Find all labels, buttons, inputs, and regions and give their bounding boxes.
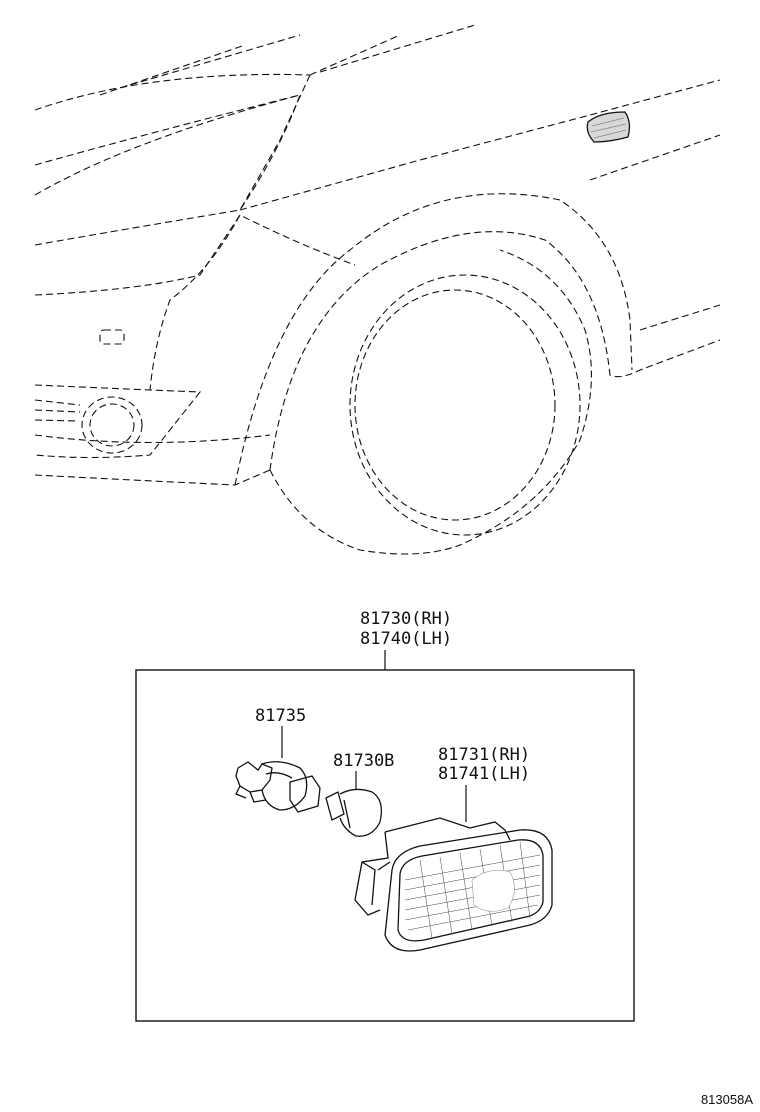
lens-drawing: [354, 817, 553, 952]
bulb-drawing: [325, 788, 383, 837]
assembly-lh-label: 81740(LH): [360, 629, 452, 649]
vehicle-outline: [34, 24, 721, 555]
lens-rh-label: 81731(RH): [438, 745, 530, 765]
socket-label: 81735: [255, 706, 306, 726]
side-marker-location: [586, 111, 631, 143]
assembly-rh-label: 81730(RH): [360, 609, 452, 629]
reference-code: 813058A: [701, 1092, 753, 1107]
parts-box: [135, 669, 635, 1022]
lens-lh-label: 81741(LH): [438, 764, 530, 784]
socket-drawing: [235, 761, 321, 813]
bulb-label: 81730B: [333, 751, 394, 771]
